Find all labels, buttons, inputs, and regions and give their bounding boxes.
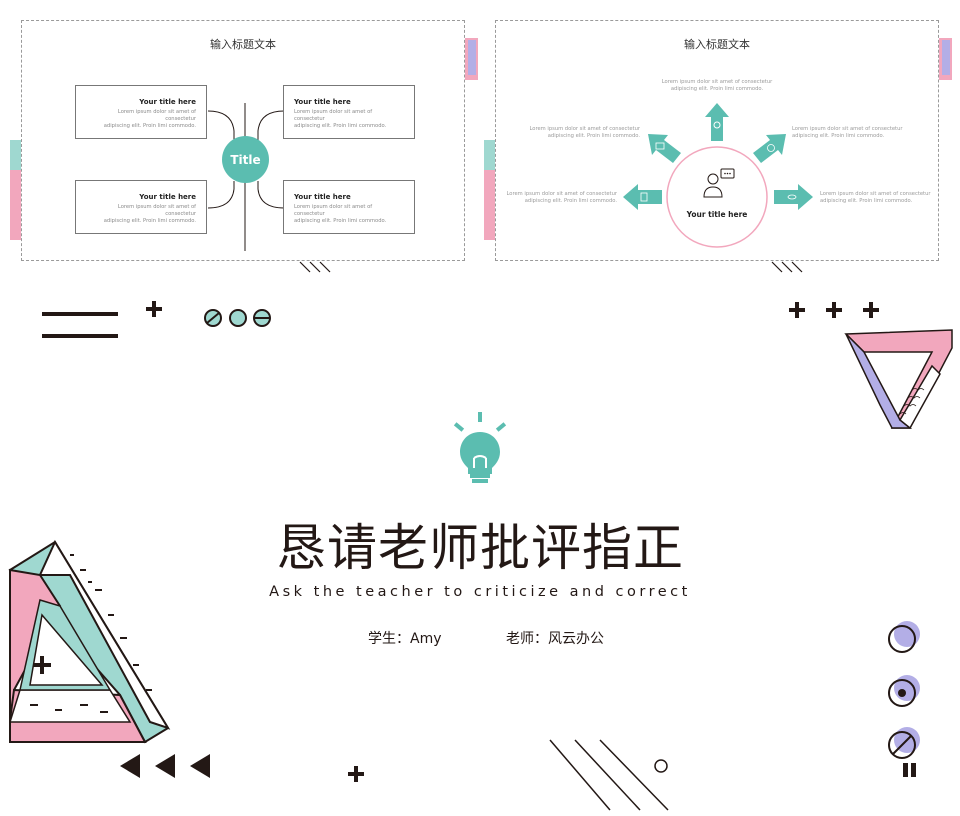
box-body-line1: Lorem ipsum dolor sit amet of consectetu… <box>117 109 196 122</box>
text-line1: Lorem ipsum dolor sit amet of consectetu… <box>820 191 931 197</box>
box-title: Your title here <box>139 98 196 106</box>
box-body-line2: adipiscing elit. Proin limi commodo. <box>294 218 387 224</box>
box-title: Your title here <box>294 98 351 106</box>
slide2-thumbnail[interactable]: 输入标题文本 Your title here Lorem ipsum dolor… <box>495 20 939 261</box>
slide1-center-circle: Title <box>222 136 269 183</box>
text-line2: adipiscing elit. Proin limi commodo. <box>792 133 885 139</box>
slide1-thumbnail[interactable]: 输入标题文本 Title Your title here Lorem ipsum… <box>21 20 465 261</box>
slide2-text-upper-right: Lorem ipsum dolor sit amet of consectetu… <box>792 126 912 140</box>
slide2-center-label: Your title here <box>686 210 748 219</box>
box-body-line2: adipiscing elit. Proin limi commodo. <box>103 123 196 129</box>
slide1-box-top-right: Your title here Lorem ipsum dolor sit am… <box>283 85 415 139</box>
box-body-line1: Lorem ipsum dolor sit amet of consectetu… <box>294 204 373 217</box>
text-line1: Lorem ipsum dolor sit amet of consectetu… <box>661 79 773 85</box>
slide2-title: 输入标题文本 <box>684 38 750 51</box>
text-line2: adipiscing elit. Proin limi commodo. <box>820 198 913 204</box>
student-label: 学生：Amy <box>368 631 442 647</box>
cover-subtitle: Ask the teacher to criticize and correct <box>269 584 691 600</box>
slide2-text-left: Lorem ipsum dolor sit amet of consectetu… <box>496 191 618 205</box>
slide1-title: 输入标题文本 <box>210 38 276 51</box>
box-title: Your title here <box>139 193 196 201</box>
slide2-deco-bg <box>484 38 952 273</box>
box-body: Lorem ipsum dolor sit amet of consectetu… <box>86 204 196 225</box>
text-line1: Lorem ipsum dolor sit amet of consectetu… <box>506 191 618 197</box>
slide2-text-upper-left: Lorem ipsum dolor sit amet of consectetu… <box>520 126 641 140</box>
box-body-line2: adipiscing elit. Proin limi commodo. <box>103 218 196 224</box>
cover-decorations <box>8 301 953 811</box>
slide2-diagram <box>623 103 813 248</box>
text-line1: Lorem ipsum dolor sit amet of consectetu… <box>792 126 903 132</box>
box-body: Lorem ipsum dolor sit amet of consectetu… <box>86 109 196 130</box>
text-line1: Lorem ipsum dolor sit amet of consectetu… <box>529 126 641 132</box>
text-line2: adipiscing elit. Proin limi commodo. <box>670 86 764 92</box>
slide2-text-top: Lorem ipsum dolor sit amet of consectetu… <box>646 79 788 93</box>
slide1-deco-bg <box>10 38 478 273</box>
lightbulb-icon <box>453 412 507 483</box>
text-line2: adipiscing elit. Proin limi commodo. <box>547 133 640 139</box>
slide1-center-label: Title <box>230 152 261 167</box>
box-title: Your title here <box>294 193 351 201</box>
slide1-box-top-left: Your title here Lorem ipsum dolor sit am… <box>75 85 207 139</box>
box-body-line1: Lorem ipsum dolor sit amet of consectetu… <box>117 204 196 217</box>
teacher-label: 老师：风云办公 <box>506 631 604 647</box>
box-body: Lorem ipsum dolor sit amet of consectetu… <box>294 204 404 225</box>
box-body-line2: adipiscing elit. Proin limi commodo. <box>294 123 387 129</box>
box-body: Lorem ipsum dolor sit amet of consectetu… <box>294 109 404 130</box>
slide1-box-bottom-right: Your title here Lorem ipsum dolor sit am… <box>283 180 415 234</box>
slide1-box-bottom-left: Your title here Lorem ipsum dolor sit am… <box>75 180 207 234</box>
cover-title: 恳请老师批评指正 <box>276 519 684 577</box>
text-line2: adipiscing elit. Proin limi commodo. <box>524 198 617 204</box>
slide2-text-right: Lorem ipsum dolor sit amet of consectetu… <box>820 191 940 205</box>
box-body-line1: Lorem ipsum dolor sit amet of consectetu… <box>294 109 373 122</box>
